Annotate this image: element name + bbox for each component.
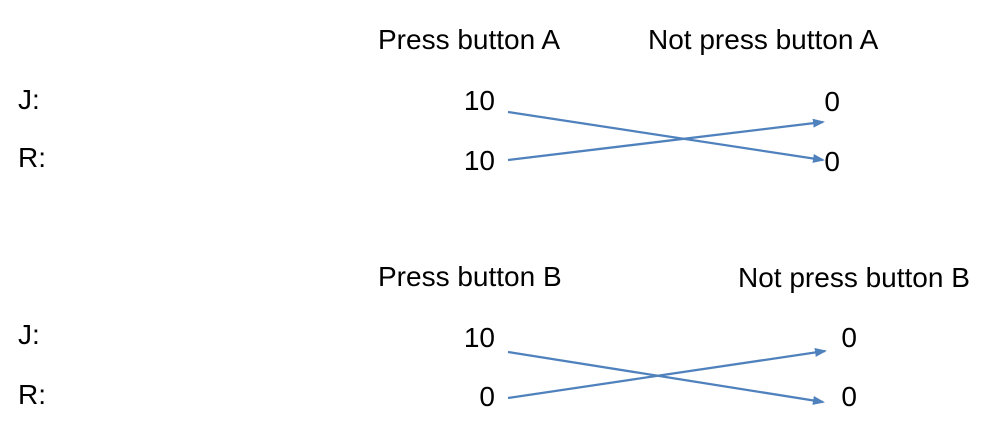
column-header-press-b: Press button B	[378, 261, 562, 292]
arrow-a-r-left-to-j-right	[507, 118, 825, 162]
row-label-r-b: R:	[18, 379, 46, 410]
payoff-a-r-press: 10	[463, 145, 495, 176]
payoff-a-r-not-press: 0	[824, 146, 840, 177]
payoff-b-j-not-press: 0	[841, 322, 857, 353]
column-header-not-press-a: Not press button A	[648, 24, 879, 55]
payoff-a-j-not-press: 0	[824, 86, 840, 117]
arrow-b-j-left-to-r-right	[507, 350, 825, 405]
payoff-b-r-press: 0	[479, 381, 495, 412]
payoff-a-j-press: 10	[463, 85, 495, 116]
payoff-b-r-not-press: 0	[841, 381, 857, 412]
arrow-a-j-left-to-r-right	[507, 110, 825, 163]
row-label-r-a: R:	[18, 142, 46, 173]
arrow-b-r-left-to-j-right	[507, 348, 827, 400]
column-header-not-press-b: Not press button B	[738, 262, 970, 293]
payoff-b-j-press: 10	[463, 322, 495, 353]
column-header-press-a: Press button A	[378, 24, 561, 55]
row-label-j-b: J:	[18, 319, 40, 350]
row-label-j-a: J:	[18, 84, 40, 115]
